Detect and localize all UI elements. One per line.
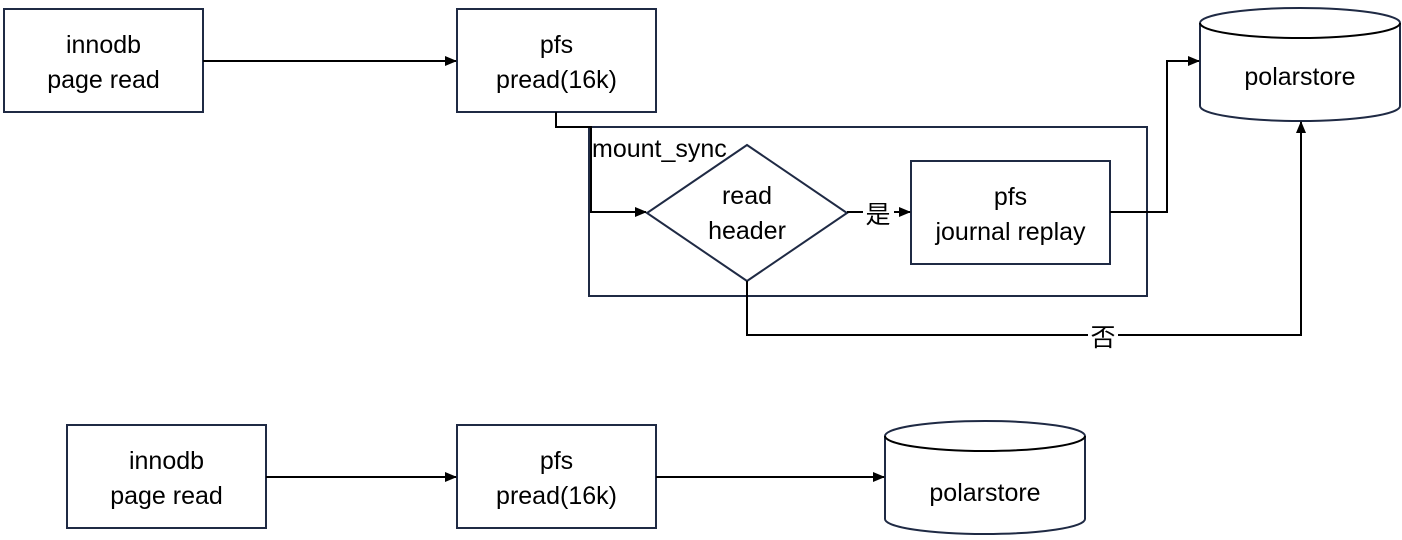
bottom-polarstore-node: polarstore: [884, 420, 1086, 535]
journal-replay-label-1: pfs: [994, 183, 1027, 211]
edge-replay-to-polarstore: [1110, 56, 1200, 213]
decision-label-2: header: [708, 217, 786, 245]
bottom-innodb-label-1: innodb: [129, 447, 204, 475]
mount-sync-label: mount_sync: [592, 135, 727, 163]
top-polarstore-node: polarstore: [1199, 7, 1401, 122]
top-pfs-node: pfs pread(16k): [456, 8, 657, 113]
bottom-pfs-label-2: pread(16k): [496, 482, 617, 510]
top-pfs-box: [456, 8, 657, 113]
top-polarstore-rim: [1199, 22, 1401, 39]
top-pfs-label-1: pfs: [540, 31, 573, 59]
edge-pfs-to-decision: [555, 112, 647, 217]
top-innodb-box: [3, 8, 204, 113]
bottom-innodb-box: [66, 424, 267, 529]
top-flow: mount_sync innodb page read pfs pread(16…: [3, 7, 1401, 352]
journal-replay-node: pfs journal replay: [910, 160, 1111, 265]
edge-no-label: 否: [1090, 324, 1115, 352]
top-innodb-label-1: innodb: [66, 31, 141, 59]
decision-label-1: read: [722, 182, 772, 210]
top-innodb-label-2: page read: [47, 66, 160, 94]
edge-yes-label: 是: [865, 201, 890, 229]
bottom-polarstore-label: polarstore: [929, 479, 1040, 507]
top-polarstore-label: polarstore: [1244, 63, 1355, 91]
edge-no-label-bg: [1088, 322, 1118, 350]
journal-replay-box: [910, 160, 1111, 265]
bottom-pfs-box: [456, 424, 657, 529]
bottom-polarstore-cylinder: [884, 420, 1086, 535]
top-innodb-node: innodb page read: [3, 8, 204, 113]
edge-no-to-polarstore: [746, 121, 1306, 336]
read-header-decision: read header: [645, 143, 849, 283]
bottom-flow: innodb page read pfs pread(16k) polarsto…: [66, 420, 1086, 535]
bottom-pfs-label-1: pfs: [540, 447, 573, 475]
journal-replay-label-2: journal replay: [934, 218, 1086, 246]
bottom-innodb-label-2: page read: [110, 482, 223, 510]
top-pfs-label-2: pread(16k): [496, 66, 617, 94]
bottom-pfs-node: pfs pread(16k): [456, 424, 657, 529]
bottom-polarstore-rim: [884, 435, 1086, 452]
bottom-innodb-node: innodb page read: [66, 424, 267, 529]
